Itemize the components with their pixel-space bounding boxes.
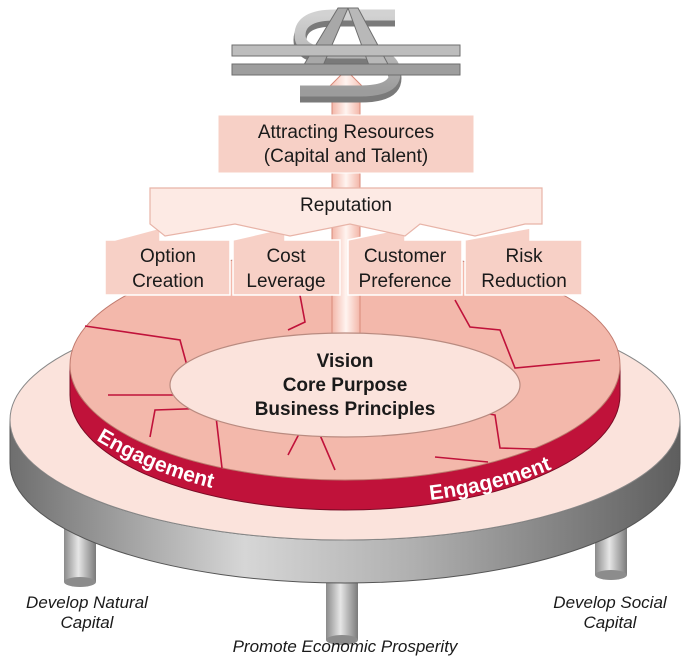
caption-social-line1: Develop Social [553, 593, 667, 612]
driver-cost-leverage: Cost Leverage [232, 227, 341, 296]
dollar-sign-icon [231, 7, 461, 103]
caption-social-line2: Capital [583, 613, 637, 632]
caption-develop-natural-capital: Develop Natural Capital [2, 593, 172, 633]
pillar-center-foot [326, 635, 358, 645]
driver-customer-preference: Customer Preference [347, 227, 463, 296]
driver-cost-line1: Cost [266, 246, 306, 267]
core-purpose: Core Purpose [283, 375, 408, 396]
pillar-right-foot [595, 570, 627, 580]
caption-natural-line2: Capital [60, 613, 114, 632]
caption-develop-social-capital: Develop Social Capital [530, 593, 690, 633]
caption-promote-economic-prosperity: Promote Economic Prosperity [200, 637, 490, 657]
driver-boxes: Option Creation Cost Leverage Customer P… [104, 227, 583, 296]
driver-cost-line2: Leverage [246, 271, 325, 292]
driver-option-line2: Creation [132, 271, 204, 292]
core-ellipse: Vision Core Purpose Business Principles [169, 332, 521, 438]
driver-option-creation: Option Creation [104, 227, 231, 296]
resources-line1: Attracting Resources [258, 122, 434, 143]
driver-risk-reduction: Risk Reduction [464, 227, 583, 296]
caption-natural-line1: Develop Natural [26, 593, 148, 612]
pillar-center [326, 580, 358, 640]
driver-risk-line1: Risk [506, 246, 543, 267]
driver-customer-line1: Customer [364, 246, 447, 267]
caption-economic-line: Promote Economic Prosperity [232, 637, 458, 656]
core-vision: Vision [317, 351, 374, 372]
pillar-left-foot [64, 577, 96, 587]
resources-line2: (Capital and Talent) [264, 146, 428, 167]
driver-customer-line2: Preference [359, 271, 452, 292]
reputation-label: Reputation [300, 195, 392, 216]
core-ellipse-shape [169, 332, 521, 438]
dollar-bar-bottom [231, 63, 461, 76]
core-business-principles: Business Principles [255, 399, 436, 420]
reputation-box: Reputation [149, 187, 543, 237]
resources-box: Attracting Resources (Capital and Talent… [217, 114, 475, 174]
driver-risk-line2: Reduction [481, 271, 567, 292]
driver-option-line1: Option [140, 246, 196, 267]
dollar-bar-top [231, 44, 461, 57]
